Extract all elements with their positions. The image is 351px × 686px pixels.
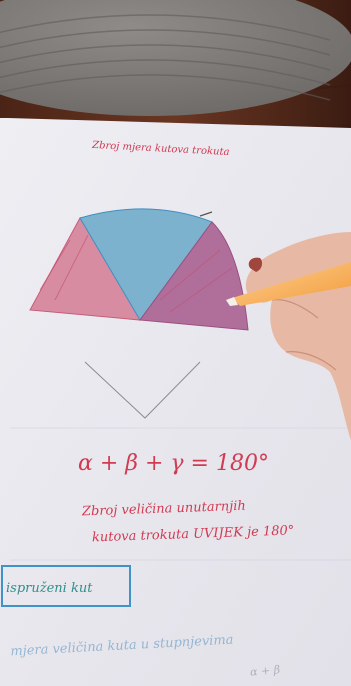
paper-lines — [10, 427, 351, 561]
angle-drawing — [29, 208, 249, 331]
woven-placemat — [0, 0, 351, 116]
placemat-weave — [0, 14, 331, 101]
finger-shadow — [271, 299, 337, 371]
triangle-outline — [84, 361, 201, 419]
orange-pen — [232, 262, 351, 306]
angle-sum-equation: α + β + γ = 180° — [78, 451, 269, 476]
statement-line-1: Zbroj veličina unutarnjih — [81, 499, 246, 520]
hand-with-pen — [226, 232, 351, 440]
pen-tip — [226, 297, 238, 306]
corner-handwriting: α + β — [250, 663, 281, 679]
statement-line-2: kutova trokuta UVIJEK je 180° — [92, 523, 295, 545]
purple-sector — [139, 221, 249, 331]
paper-sheet — [0, 118, 351, 686]
label-box — [1, 565, 131, 607]
fingernail — [248, 257, 263, 272]
small-mark — [199, 211, 213, 217]
scribble-hatching — [39, 234, 233, 313]
box-label: ispruženi kut — [6, 581, 93, 596]
